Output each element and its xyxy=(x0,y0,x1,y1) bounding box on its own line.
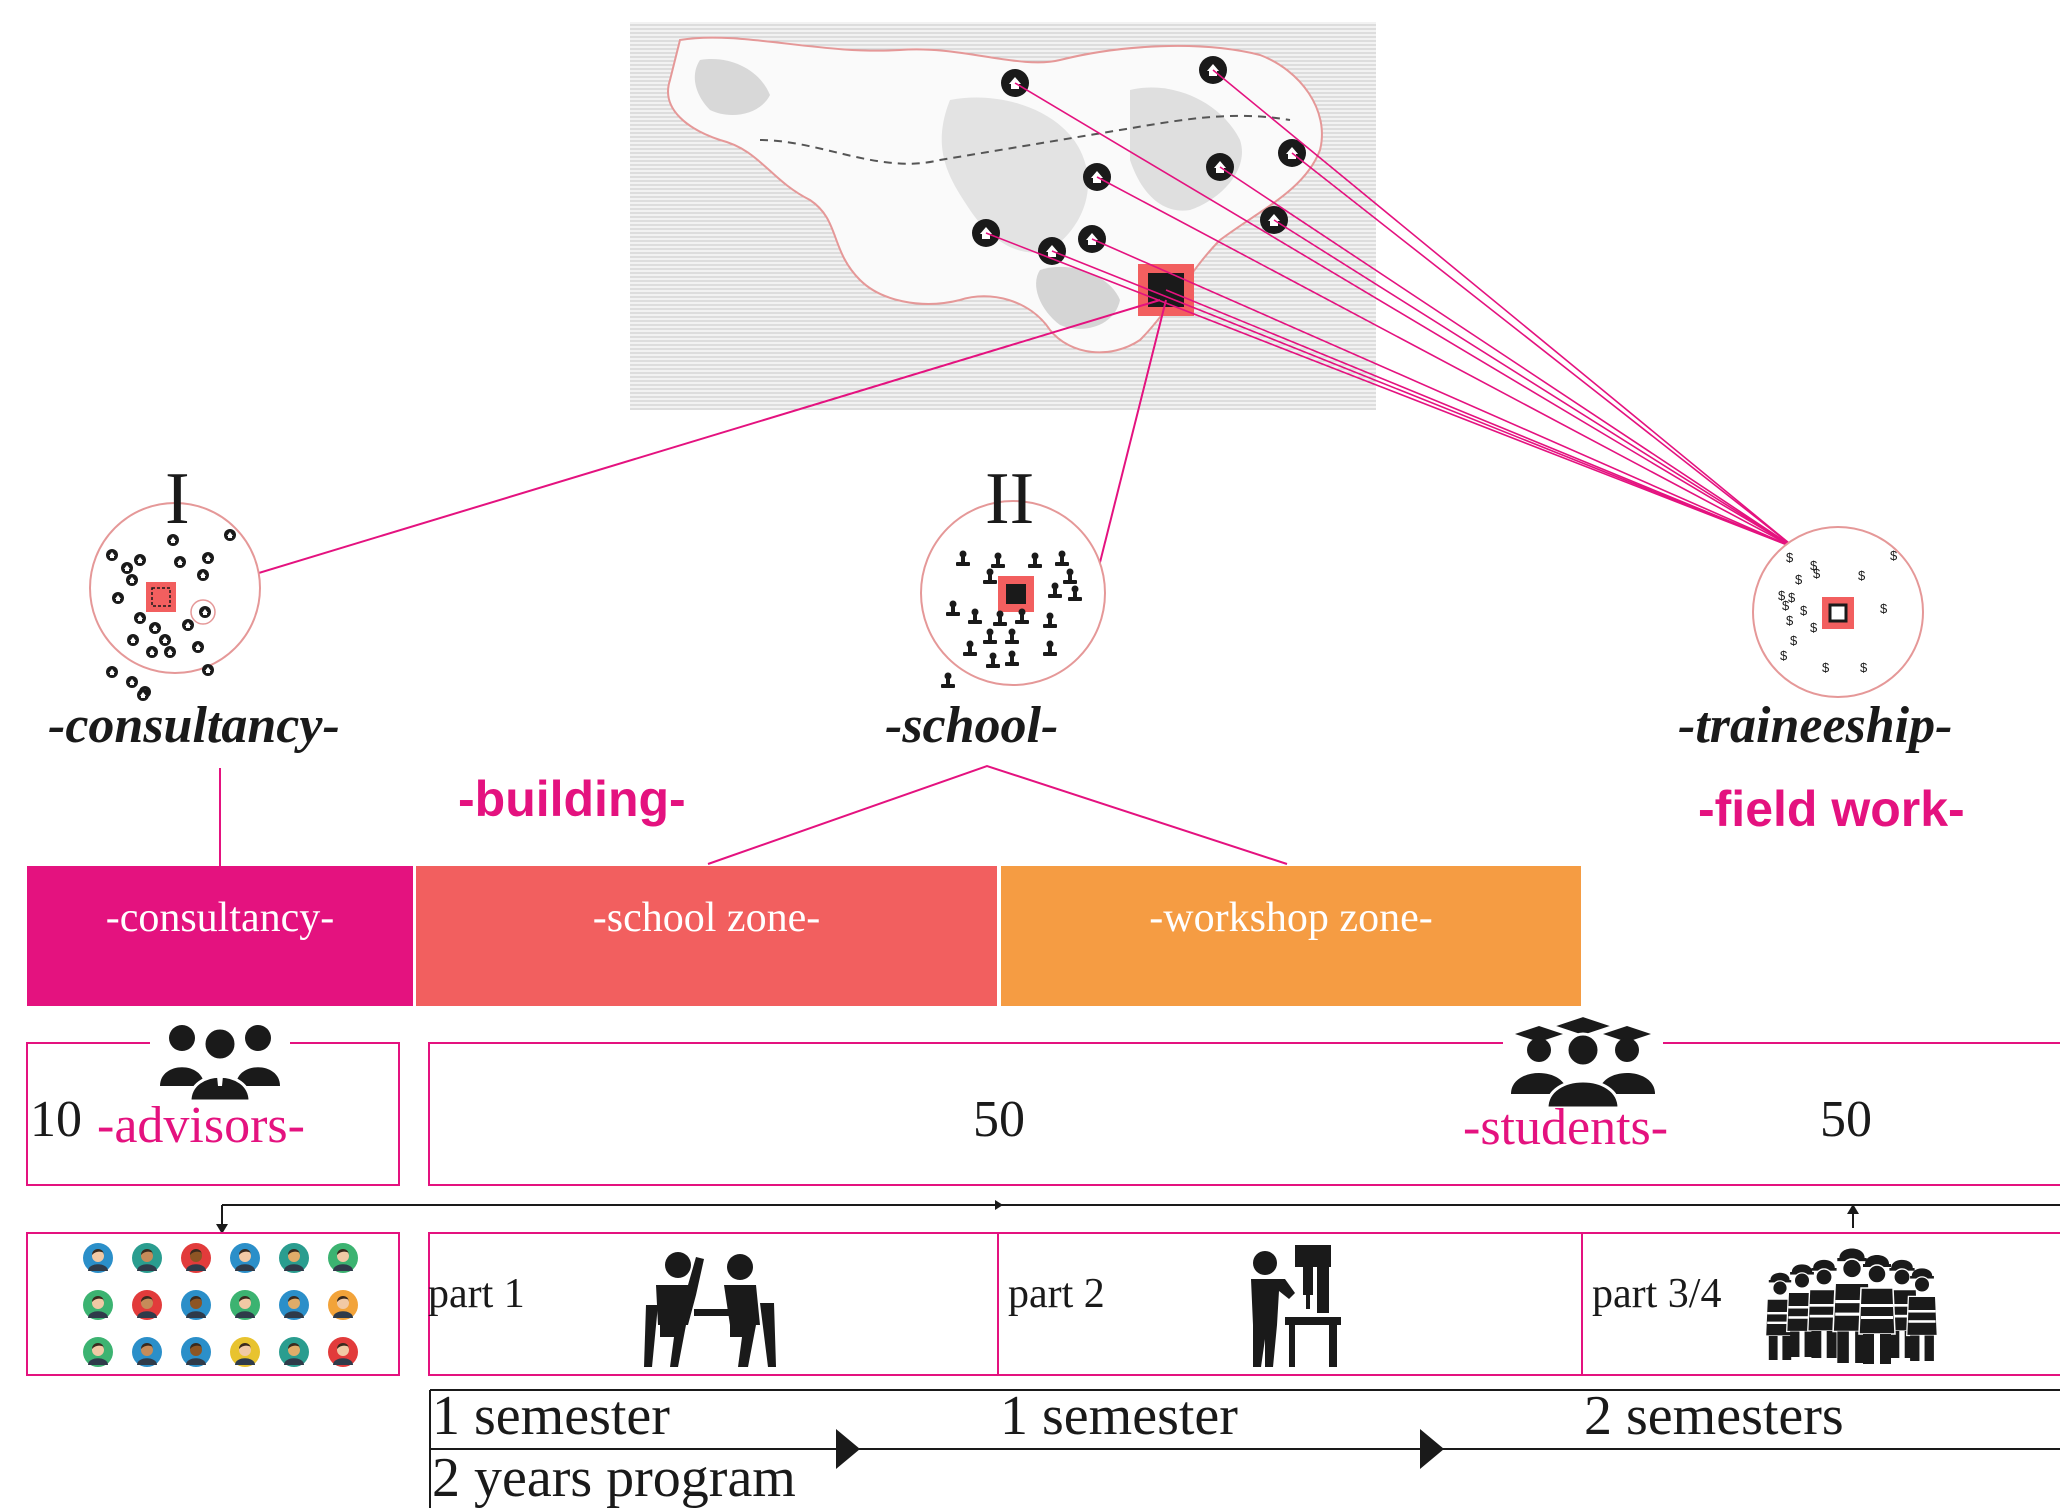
part-34-label: part 3/4 xyxy=(1592,1271,1722,1317)
construction-workers-icon xyxy=(1764,1248,1938,1364)
line-to-school xyxy=(1087,299,1167,611)
avatar xyxy=(230,1290,260,1320)
avatar xyxy=(328,1337,358,1367)
school-circle xyxy=(920,500,1106,688)
zone-workshop: -workshop zone- xyxy=(1001,866,1581,1006)
zone-consultancy: -consultancy- xyxy=(27,866,413,1006)
machinist-icon xyxy=(1251,1245,1341,1367)
duration-2: 1 semester xyxy=(1000,1385,1238,1447)
classroom-icon xyxy=(644,1252,776,1367)
avatar-grid-icon xyxy=(83,1243,358,1367)
avatar xyxy=(181,1337,211,1367)
svg-text:$: $ xyxy=(1890,548,1898,563)
students-number-a: 50 xyxy=(973,1091,1025,1148)
svg-text:$: $ xyxy=(1858,568,1866,583)
avatar xyxy=(328,1243,358,1273)
students-label: -students- xyxy=(1463,1099,1669,1156)
avatar xyxy=(279,1290,309,1320)
program-duration: 2 years program xyxy=(432,1447,796,1509)
numeral-two: II xyxy=(985,458,1035,540)
svg-text:$: $ xyxy=(1810,558,1818,573)
svg-text:$: $ xyxy=(1800,603,1808,618)
school-title: -school- xyxy=(885,697,1059,754)
students-box xyxy=(428,1042,2060,1186)
avatar xyxy=(132,1337,162,1367)
svg-text:$: $ xyxy=(1786,550,1794,565)
avatar xyxy=(328,1290,358,1320)
duration-3: 2 semesters xyxy=(1584,1385,1844,1447)
svg-text:$: $ xyxy=(1810,620,1818,635)
avatar xyxy=(181,1243,211,1273)
zone-workshop-label: -workshop zone- xyxy=(1149,895,1433,941)
svg-text:$: $ xyxy=(1786,613,1794,628)
graduates-icon xyxy=(1503,1016,1663,1108)
zone-school: -school zone- xyxy=(416,866,997,1006)
part-1-label: part 1 xyxy=(428,1271,525,1317)
avatar xyxy=(132,1243,162,1273)
avatar xyxy=(279,1243,309,1273)
svg-text:$: $ xyxy=(1790,633,1798,648)
part-divider-2 xyxy=(1581,1232,1583,1376)
avatar xyxy=(83,1243,113,1273)
worker xyxy=(1858,1255,1896,1364)
svg-text:$: $ xyxy=(1780,648,1788,663)
worker xyxy=(1906,1268,1938,1361)
traineeship-lines xyxy=(985,69,1796,549)
avatar xyxy=(230,1337,260,1367)
advisors-label: -advisors- xyxy=(97,1097,305,1154)
consultancy-circle xyxy=(89,502,261,701)
svg-text:$: $ xyxy=(1788,590,1796,605)
business-people-icon xyxy=(150,1016,290,1101)
svg-text:$: $ xyxy=(1782,598,1790,613)
svg-text:$: $ xyxy=(1795,572,1803,587)
avatar xyxy=(181,1290,211,1320)
zone-school-label: -school zone- xyxy=(592,895,821,941)
svg-text:$: $ xyxy=(1822,660,1830,675)
numeral-one: I xyxy=(165,458,190,540)
part-divider-1 xyxy=(997,1232,999,1376)
students-number-b: 50 xyxy=(1820,1091,1872,1148)
svg-text:$: $ xyxy=(1880,601,1888,616)
zone-consultancy-label: -consultancy- xyxy=(105,895,335,941)
avatar xyxy=(230,1243,260,1273)
svg-text:$: $ xyxy=(1813,566,1821,581)
building-label: -building- xyxy=(458,771,686,827)
traineeship-circle: $$$ $$$ $$$ $$$ $$$ $$ xyxy=(1752,526,1924,698)
svg-text:$: $ xyxy=(1860,660,1868,675)
traineeship-title: -traineeship- xyxy=(1678,697,1953,754)
avatar xyxy=(83,1337,113,1367)
avatar xyxy=(279,1337,309,1367)
avatar xyxy=(132,1290,162,1320)
field-work-label: -field work- xyxy=(1698,781,1965,837)
duration-1: 1 semester xyxy=(432,1385,670,1447)
cycle-arrow xyxy=(221,1204,2060,1228)
line-to-consultancy xyxy=(251,299,1161,576)
advisors-number: 10 xyxy=(30,1091,82,1148)
part-2-label: part 2 xyxy=(1008,1271,1105,1317)
svg-text:$: $ xyxy=(1778,588,1786,603)
consultancy-title: -consultancy- xyxy=(48,697,340,754)
avatar xyxy=(83,1290,113,1320)
